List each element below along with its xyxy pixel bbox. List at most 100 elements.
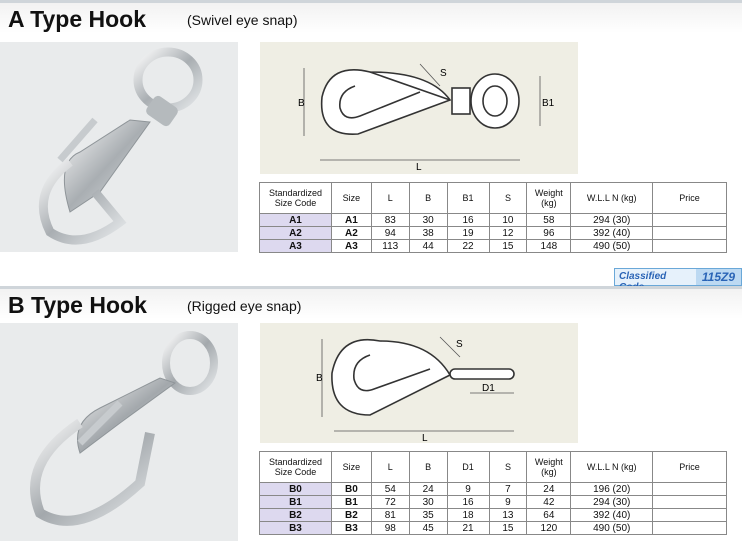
column-header: L: [370, 451, 410, 483]
section-a-subtitle: (Swivel eye snap): [187, 12, 298, 28]
table-cell: 196 (20): [570, 482, 654, 496]
table-cell: 294 (30): [570, 495, 654, 509]
column-header: W.L.L N (kg): [570, 451, 654, 483]
column-header: B: [408, 182, 448, 214]
column-header: D1: [446, 451, 490, 483]
table-cell: 30: [408, 495, 448, 509]
section-a-title: A Type Hook: [8, 6, 147, 32]
table-cell: 120: [526, 521, 572, 535]
swivel-eye-snap-photo: [0, 42, 238, 252]
table-cell: 42: [526, 495, 572, 509]
section-b-subtitle: (Rigged eye snap): [187, 298, 302, 314]
table-row: A3 A3 113 44 22 15 148 490 (50): [259, 239, 727, 253]
size-code-cell: B3: [259, 521, 332, 535]
table-row: B0 B0 54 24 9 7 24 196 (20): [259, 482, 727, 496]
swivel-eye-snap-diagram: B B1 L S: [260, 42, 578, 174]
table-cell: 35: [408, 508, 448, 522]
column-header: S: [488, 451, 528, 483]
size-code-cell: B0: [259, 482, 332, 496]
dim-label-l: L: [422, 433, 428, 443]
table-cell: 30: [408, 213, 448, 227]
size-code-cell: B1: [259, 495, 332, 509]
table-cell: 64: [526, 508, 572, 522]
price-cell: [652, 239, 727, 253]
table-header-row: Standardized Size Code Size L B D1 S Wei…: [259, 451, 727, 483]
classified-code-value: 115Z9: [695, 269, 741, 285]
rigged-eye-snap-diagram: B D1 L S: [260, 323, 578, 444]
table-header-row: Standardized Size Code Size L B B1 S Wei…: [259, 182, 727, 214]
table-cell: 7: [488, 482, 528, 496]
section-b-title: B Type Hook: [8, 292, 147, 318]
price-cell: [652, 508, 727, 522]
table-cell: 392 (40): [570, 508, 654, 522]
price-cell: [652, 213, 727, 227]
table-cell: 44: [408, 239, 448, 253]
size-cell: B3: [330, 521, 372, 535]
column-header: L: [370, 182, 410, 214]
table-cell: 45: [408, 521, 448, 535]
size-cell: B1: [330, 495, 372, 509]
table-cell: 13: [488, 508, 528, 522]
table-cell: 19: [446, 226, 490, 240]
column-header: Weight (kg): [526, 182, 572, 214]
dim-label-b: B: [298, 98, 305, 109]
table-row: B2 B2 81 35 18 13 64 392 (40): [259, 508, 727, 522]
table-cell: 16: [446, 495, 490, 509]
section-a-title-bar: A Type Hook (Swivel eye snap): [0, 0, 742, 33]
price-cell: [652, 482, 727, 496]
table-cell: 96: [526, 226, 572, 240]
size-cell: A2: [330, 226, 372, 240]
dim-label-s: S: [440, 68, 447, 79]
size-code-cell: A1: [259, 213, 332, 227]
table-cell: 15: [488, 239, 528, 253]
table-cell: 21: [446, 521, 490, 535]
table-cell: 9: [488, 495, 528, 509]
table-cell: 392 (40): [570, 226, 654, 240]
dim-label-b: B: [316, 373, 323, 384]
table-cell: 113: [370, 239, 410, 253]
classified-code-badge: Classified Code 115Z9: [614, 268, 742, 293]
table-cell: 148: [526, 239, 572, 253]
table-cell: 24: [408, 482, 448, 496]
column-header: Price: [652, 451, 727, 483]
size-code-cell: A2: [259, 226, 332, 240]
table-cell: 22: [446, 239, 490, 253]
column-header: Price: [652, 182, 727, 214]
table-cell: 16: [446, 213, 490, 227]
table-cell: 15: [488, 521, 528, 535]
column-header: B: [408, 451, 448, 483]
table-row: A2 A2 94 38 19 12 96 392 (40): [259, 226, 727, 240]
column-header: S: [488, 182, 528, 214]
column-header: W.L.L N (kg): [570, 182, 654, 214]
table-row: B1 B1 72 30 16 9 42 294 (30): [259, 495, 727, 509]
column-header: Size: [330, 451, 372, 483]
table-cell: 18: [446, 508, 490, 522]
table-cell: 98: [370, 521, 410, 535]
table-cell: 9: [446, 482, 490, 496]
spec-table-a: Standardized Size Code Size L B B1 S Wei…: [259, 182, 727, 253]
table-cell: 58: [526, 213, 572, 227]
price-cell: [652, 495, 727, 509]
column-header: B1: [446, 182, 490, 214]
table-cell: 72: [370, 495, 410, 509]
rigged-eye-snap-photo: [0, 323, 238, 541]
price-cell: [652, 521, 727, 535]
dim-label-s: S: [456, 339, 463, 350]
size-code-cell: A3: [259, 239, 332, 253]
column-header: Weight (kg): [526, 451, 572, 483]
size-cell: A1: [330, 213, 372, 227]
spec-table-b: Standardized Size Code Size L B D1 S Wei…: [259, 451, 727, 535]
classified-code-label: Classified Code: [615, 269, 696, 293]
table-cell: 24: [526, 482, 572, 496]
table-cell: 81: [370, 508, 410, 522]
size-cell: B0: [330, 482, 372, 496]
dim-label-l: L: [416, 162, 422, 173]
dim-label-d1: D1: [482, 383, 495, 394]
column-header: Standardized Size Code: [259, 182, 332, 214]
size-cell: B2: [330, 508, 372, 522]
column-header: Size: [330, 182, 372, 214]
section-b-title-bar: B Type Hook (Rigged eye snap): [0, 286, 742, 319]
size-code-cell: B2: [259, 508, 332, 522]
table-row: B3 B3 98 45 21 15 120 490 (50): [259, 521, 727, 535]
table-cell: 294 (30): [570, 213, 654, 227]
